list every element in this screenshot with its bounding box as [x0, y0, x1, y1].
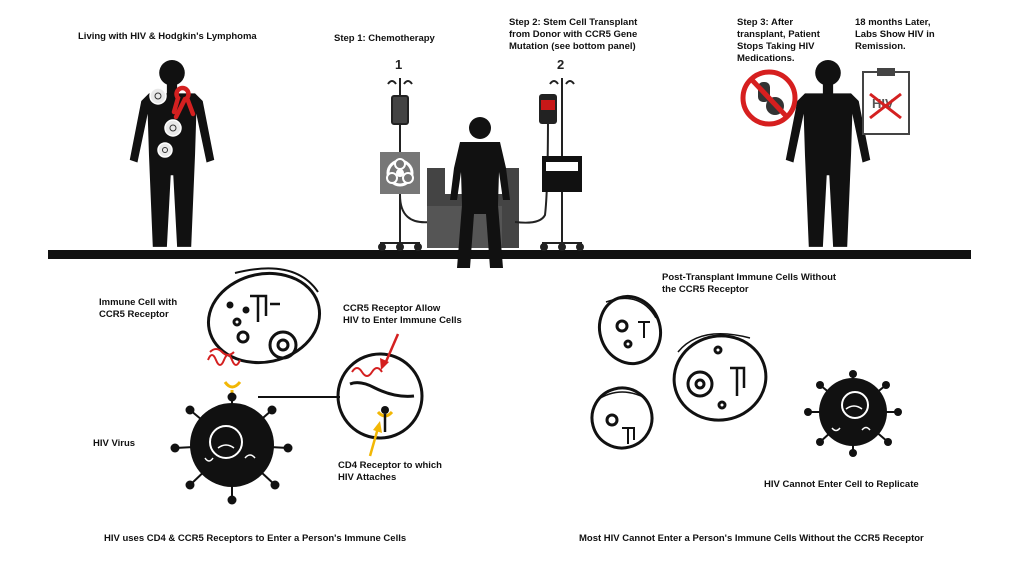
floor-divider — [48, 250, 971, 259]
ccr5-arrow-icon — [380, 333, 400, 370]
blood-bag-icon — [539, 94, 557, 124]
hiv-virus-icon — [170, 392, 293, 505]
clipboard-icon: HIV — [862, 68, 910, 135]
hiv-virus-blocked-icon — [804, 370, 902, 457]
no-pills-icon — [740, 69, 798, 127]
aids-ribbon-icon — [171, 85, 196, 120]
step3-label: Step 3: After transplant, Patient Stops … — [737, 17, 820, 64]
living-with-hiv-label: Living with HIV & Hodgkin's Lymphoma — [78, 31, 257, 42]
pole-1-number: 1 — [395, 57, 403, 72]
magnifier-icon — [336, 352, 424, 440]
step2-label: Step 2: Stem Cell Transplant from Donor … — [509, 17, 638, 52]
chair-icon — [427, 168, 519, 248]
immune-cell-with-ccr5-icon — [206, 267, 322, 365]
cannot-enter-label: HIV Cannot Enter Cell to Replicate — [764, 479, 919, 490]
remission-label: 18 months Later, Labs Show HIV in Remiss… — [855, 17, 935, 52]
pole-2-number: 2 — [557, 57, 565, 72]
cd4-arrow-icon — [368, 421, 382, 457]
recovered-patient-silhouette-icon — [785, 60, 871, 247]
step1-label: Step 1: Chemotherapy — [334, 33, 435, 44]
immune-cell-without-ccr5-icon — [598, 294, 662, 366]
ccr5-receptor-label: CCR5 Receptor Allow HIV to Enter Immune … — [343, 303, 462, 326]
immune-cell-without-ccr5-icon — [590, 386, 654, 450]
virus-badge-icon — [149, 87, 182, 158]
immune-cell-label: Immune Cell with CCR5 Receptor — [99, 297, 178, 320]
hiv-virus-label: HIV Virus — [93, 438, 136, 449]
patient-silhouette-icon — [129, 60, 215, 247]
iv-pole-1-icon — [378, 78, 431, 251]
infusion-monitor-icon — [542, 156, 582, 192]
cd4-receptor-label: CD4 Receptor to which HIV Attaches — [338, 460, 442, 483]
ccr5-receptor-coil-icon — [207, 348, 241, 366]
post-transplant-label: Post-Transplant Immune Cells Without the… — [662, 272, 837, 295]
biohazard-icon — [380, 152, 420, 194]
seated-patient-silhouette-icon — [450, 117, 510, 268]
immune-cell-without-ccr5-icon — [672, 333, 768, 422]
bottom-right-caption: Most HIV Cannot Enter a Person's Immune … — [579, 533, 924, 544]
bottom-left-caption: HIV uses CD4 & CCR5 Receptors to Enter a… — [104, 533, 407, 544]
